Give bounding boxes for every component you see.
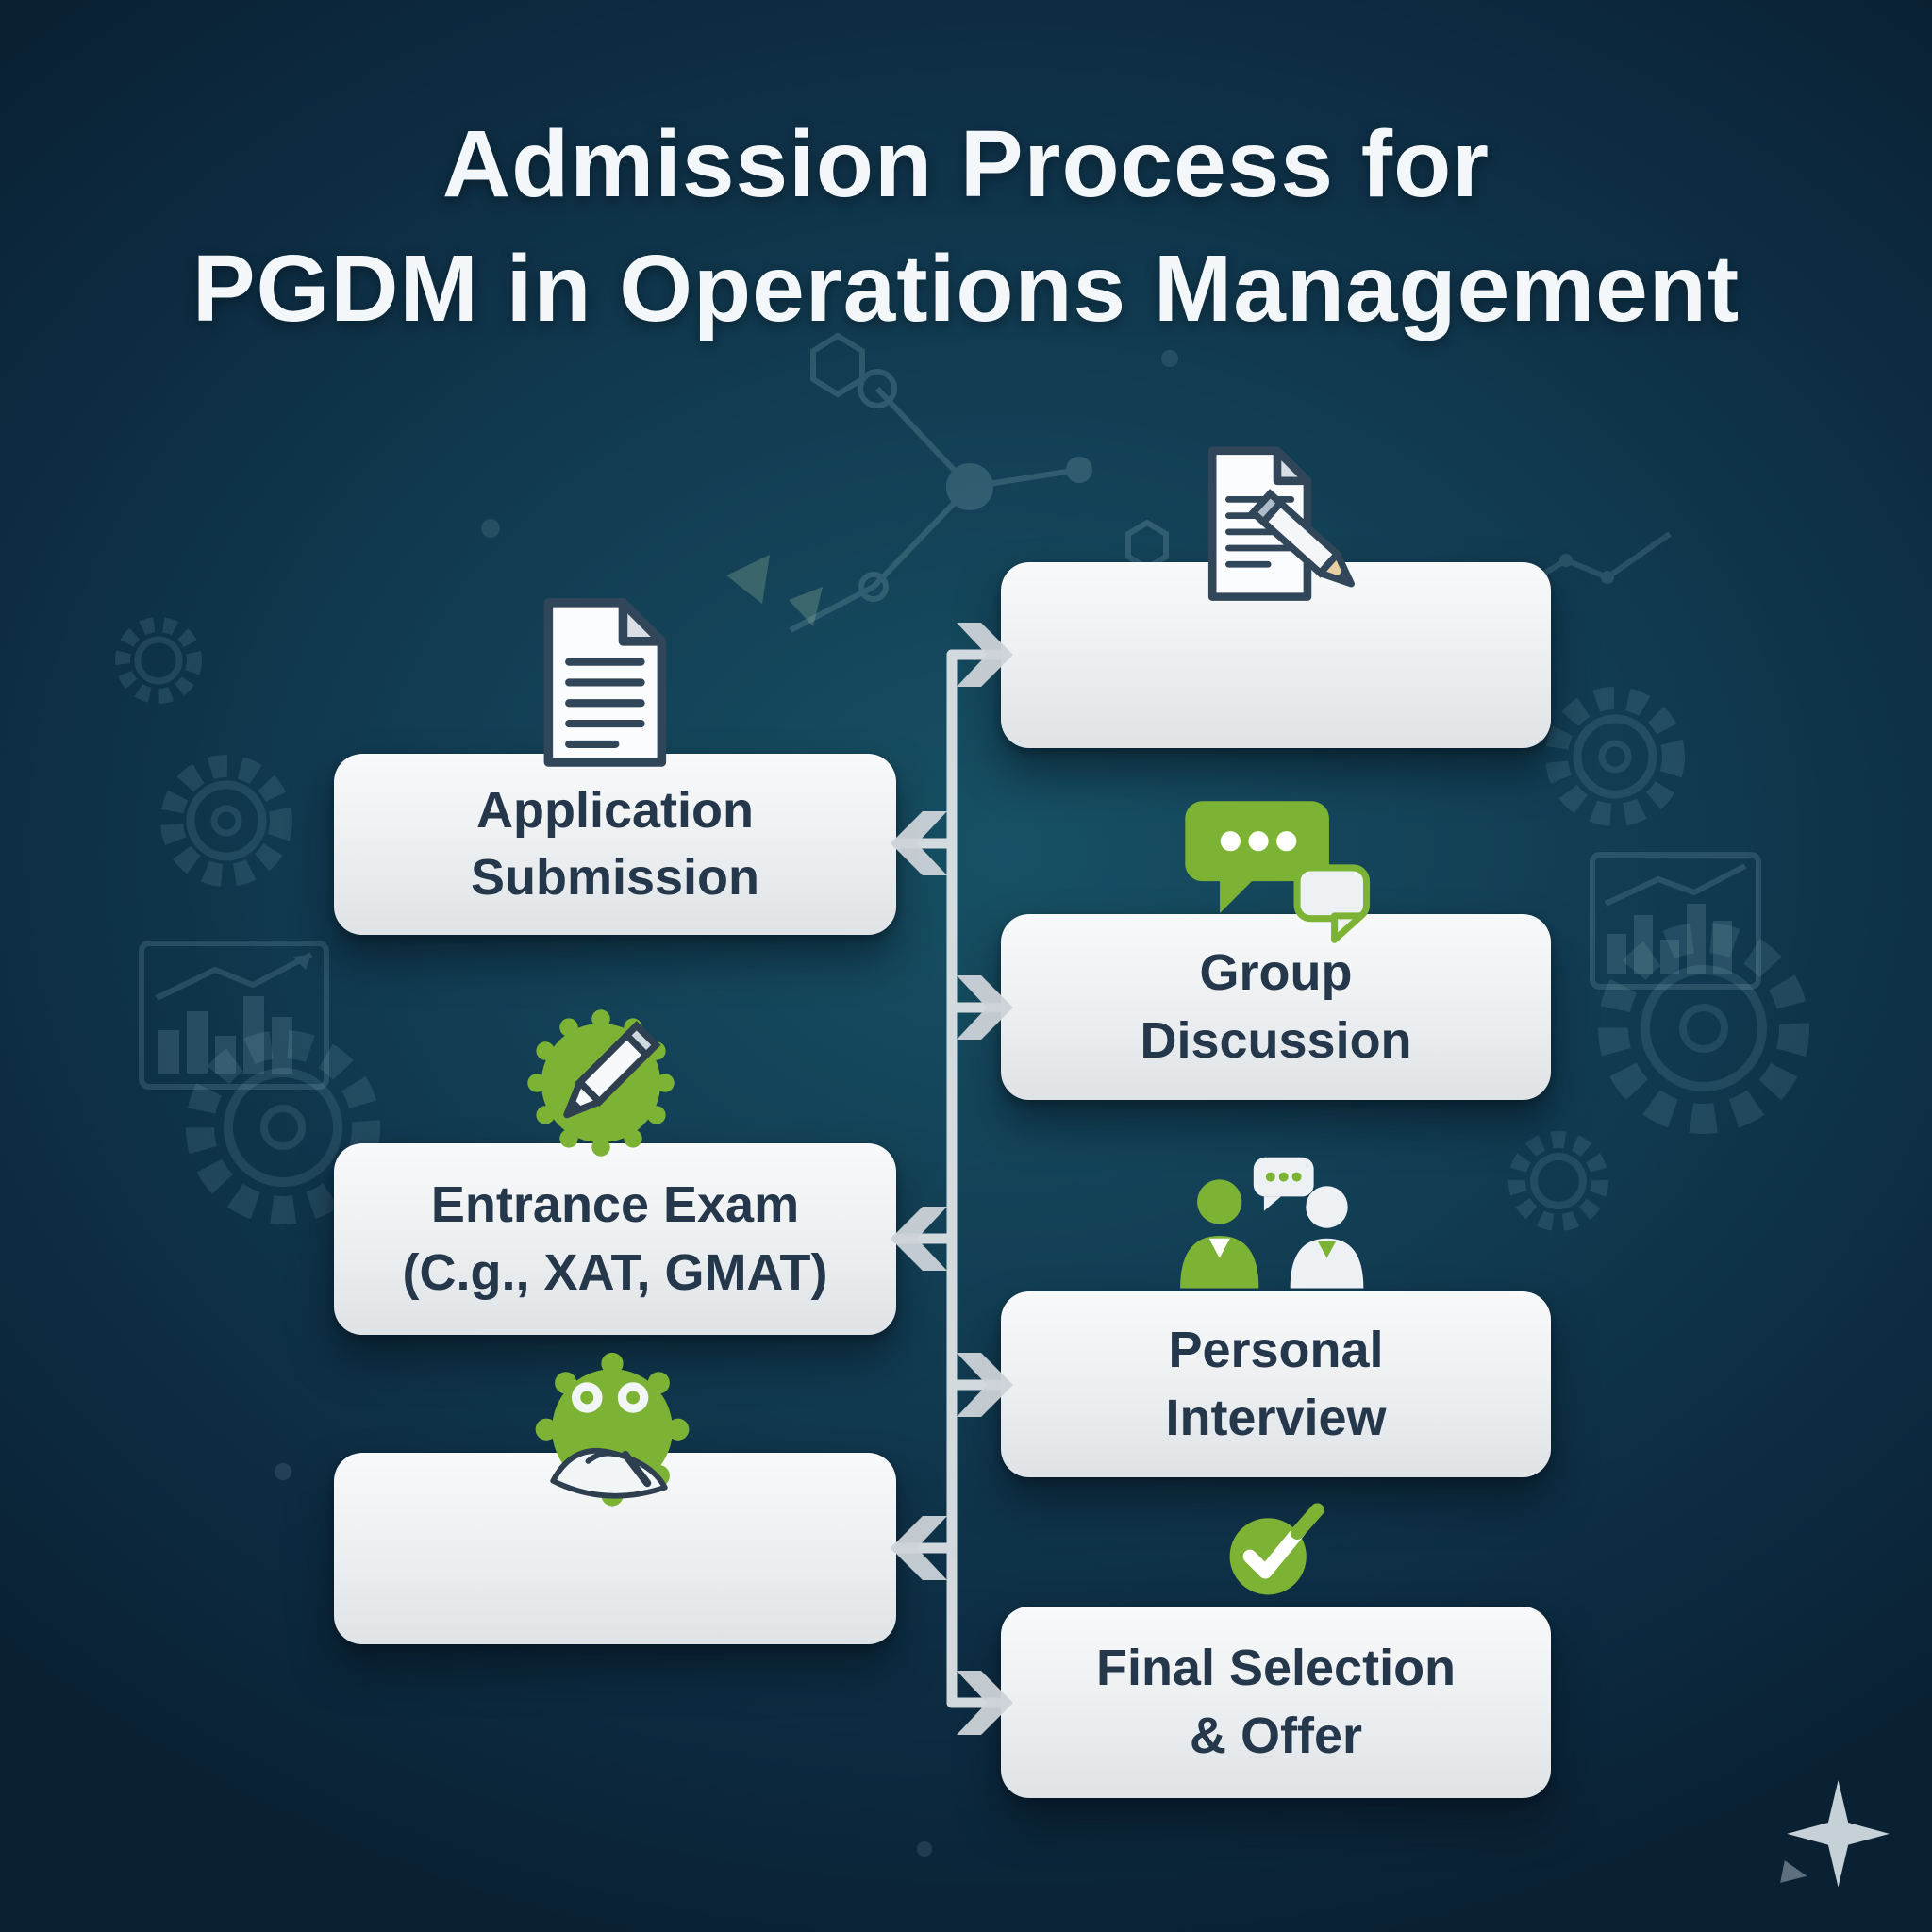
page-title: Admission Process for PGDM in Operations… <box>0 102 1932 351</box>
title-line-1: Admission Process for <box>441 111 1491 217</box>
step-box-personal-interview: Personal Interview <box>1001 1291 1551 1477</box>
step-label: Entrance Exam (C.g., XAT, GMAT) <box>403 1172 828 1307</box>
step-label: Group Discussion <box>1140 940 1411 1074</box>
step-label-line: Entrance Exam <box>430 1176 800 1234</box>
step-label-line: Final Selection <box>1095 1640 1457 1697</box>
arrow-left-icon <box>891 811 947 875</box>
step-label-line: Discussion <box>1140 1011 1412 1069</box>
arrow-right-icon <box>957 623 1013 687</box>
writing-person-icon <box>525 1347 700 1523</box>
people-discussion-icon <box>1170 1155 1379 1312</box>
step-box-application-submission: Application Submission <box>334 754 896 935</box>
document-icon <box>533 592 675 773</box>
step-label-line: Interview <box>1165 1389 1387 1446</box>
pencil-badge-icon <box>521 1003 681 1163</box>
arrow-right-icon <box>957 1353 1013 1417</box>
step-label: Final Selection & Offer <box>1096 1635 1456 1770</box>
check-circle-icon <box>1219 1498 1328 1607</box>
sparkle-icon <box>1774 1774 1896 1896</box>
speech-bubbles-icon <box>1174 791 1374 951</box>
step-label-line: Personal <box>1168 1322 1384 1379</box>
step-box-final-selection: Final Selection & Offer <box>1001 1607 1551 1798</box>
arrow-left-icon <box>891 1207 947 1271</box>
flow-arrows <box>891 623 1013 1735</box>
step-label: Personal Interview <box>1165 1317 1386 1452</box>
step-label-line: Application <box>475 781 754 839</box>
step-label-line: Group <box>1199 944 1353 1002</box>
step-label-line: (C.g., XAT, GMAT) <box>402 1243 828 1301</box>
title-line-2: PGDM in Operations Management <box>192 236 1740 341</box>
step-box-group-discussion: Group Discussion <box>1001 914 1551 1100</box>
step-box-entrance-exam: Entrance Exam (C.g., XAT, GMAT) <box>334 1143 896 1335</box>
step-label: Application Submission <box>471 777 759 912</box>
arrow-right-icon <box>957 1671 1013 1735</box>
step-label-line: Submission <box>470 849 760 906</box>
arrow-left-icon <box>891 1516 947 1580</box>
document-pencil-icon <box>1196 441 1358 615</box>
arrow-right-icon <box>957 975 1013 1040</box>
step-label-line: & Offer <box>1189 1707 1362 1764</box>
